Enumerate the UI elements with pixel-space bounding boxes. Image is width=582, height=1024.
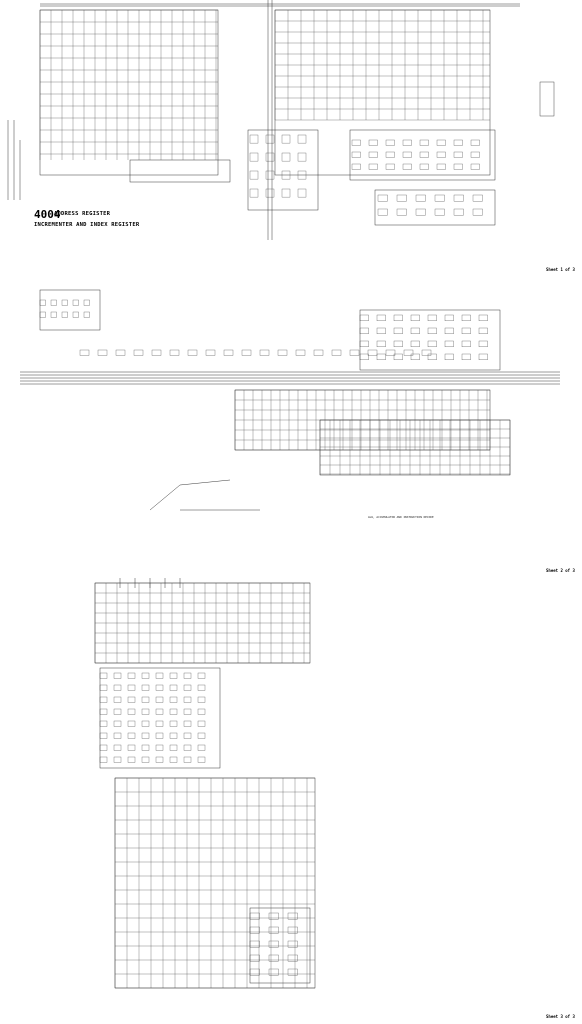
chip-title: 4004 [34,208,61,221]
sheet-2-schematic [20,289,560,511]
sheet-3-tag: Sheet 3 of 3 [546,1014,575,1019]
sheet-1: 4004 ADDRESS REGISTER INCREMENTER AND IN… [0,0,582,272]
sheet-1-schematic [7,0,555,240]
sheet-1-title-line-1: ADDRESS REGISTER [54,211,111,217]
sheet-3: Sheet 3 of 3 [0,578,582,1024]
sheet-2-caption: ALU, ACCUMULATOR AND INSTRUCTION DECODE [368,515,434,519]
sheet-3-schematic [94,578,316,989]
sheet-2: ALU, ACCUMULATOR AND INSTRUCTION DECODE … [0,270,582,580]
sheet-1-title-line-2: INCREMENTER AND INDEX REGISTER [34,222,140,228]
sheet-2-tag: Sheet 2 of 3 [546,568,575,573]
sheet-1-tag: Sheet 1 of 3 [546,267,575,272]
